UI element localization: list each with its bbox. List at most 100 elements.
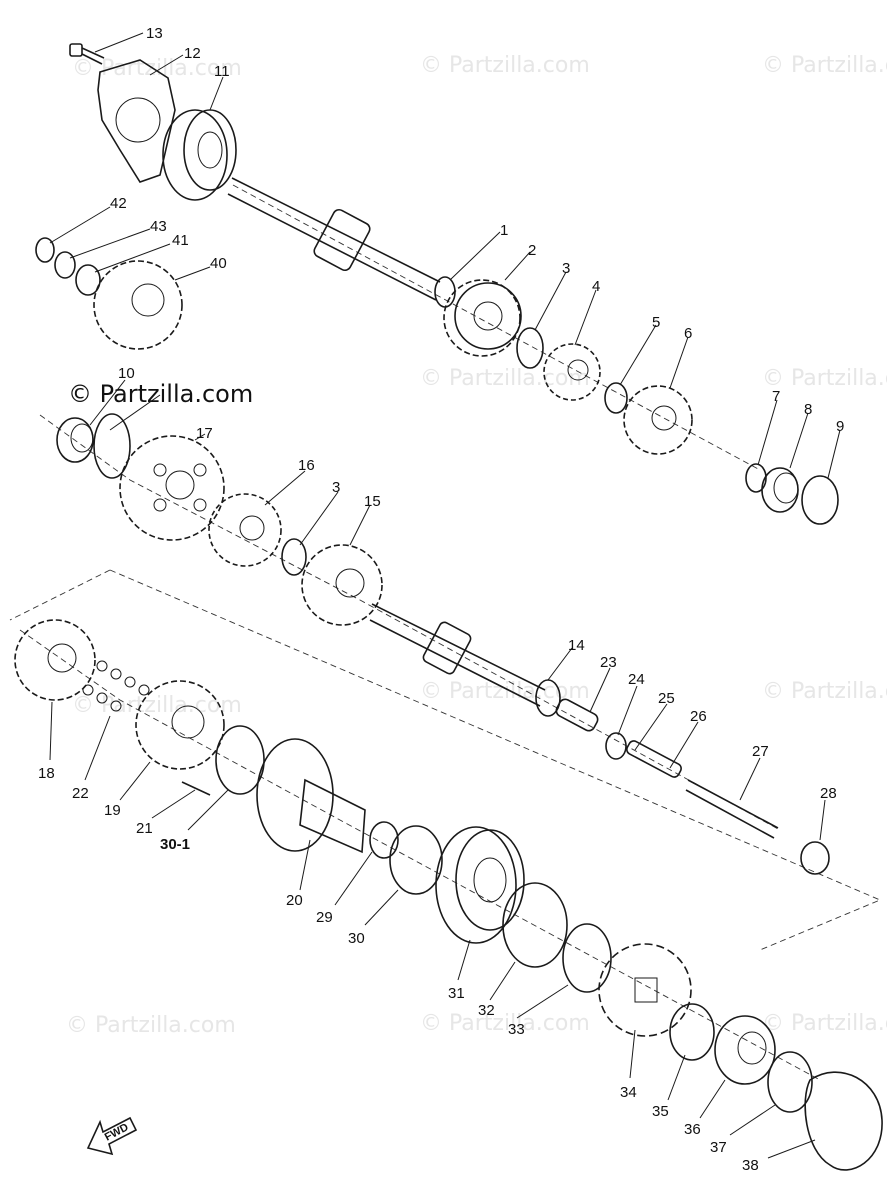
callout-2: 2 xyxy=(528,242,536,259)
callout-3-lower: 3 xyxy=(332,479,340,496)
callout-8: 8 xyxy=(804,401,812,418)
part-10-washer xyxy=(93,413,131,479)
watermark-layer: © Partzilla.com © Partzilla.com © Partzi… xyxy=(66,53,887,1038)
part-30-washer xyxy=(389,825,443,895)
part-33-spacer xyxy=(562,923,612,993)
part-12-plate xyxy=(97,59,176,183)
callout-7: 7 xyxy=(772,388,780,405)
callout-19: 19 xyxy=(104,802,121,819)
part-17-gear xyxy=(119,435,225,541)
callouts: 13 12 11 42 43 41 40 1 2 3 4 5 6 7 8 9 1… xyxy=(38,25,844,1174)
watermark: © Partzilla.com xyxy=(762,53,887,78)
callout-14: 14 xyxy=(568,637,585,654)
callout-23: 23 xyxy=(600,654,617,671)
watermark: © Partzilla.com xyxy=(420,1011,590,1036)
callout-12: 12 xyxy=(184,45,201,62)
callout-32: 32 xyxy=(478,1002,495,1019)
assembly-line-mid xyxy=(39,414,781,831)
watermark: © Partzilla.com xyxy=(762,366,887,391)
part-10-needle-bearing xyxy=(56,417,94,463)
callout-30-1: 30-1 xyxy=(160,836,190,853)
part-25-spring xyxy=(626,740,682,778)
watermark: © Partzilla.com xyxy=(66,1013,236,1038)
callout-35: 35 xyxy=(652,1103,669,1120)
part-4-gear xyxy=(543,343,601,401)
callout-21: 21 xyxy=(136,820,153,837)
part-35-lock-washer xyxy=(669,1003,715,1061)
callout-22: 22 xyxy=(72,785,89,802)
leader-lines xyxy=(49,32,841,1159)
part-3-circlip-lower xyxy=(281,538,307,576)
callout-5: 5 xyxy=(652,314,660,331)
callout-9: 9 xyxy=(836,418,844,435)
callout-43: 43 xyxy=(150,218,167,235)
part-5-washer xyxy=(604,382,628,414)
callout-3: 3 xyxy=(562,260,570,277)
callout-13: 13 xyxy=(146,25,163,42)
callout-24: 24 xyxy=(628,671,645,688)
part-28-plug xyxy=(800,841,830,875)
part-37-circlip xyxy=(767,1051,813,1113)
part-34-sprocket xyxy=(598,943,692,1037)
callout-25: 25 xyxy=(658,690,675,707)
part-43-washer xyxy=(54,251,76,279)
callout-40: 40 xyxy=(210,255,227,272)
callout-37: 37 xyxy=(710,1139,727,1156)
callout-38: 38 xyxy=(742,1157,759,1174)
callout-17: 17 xyxy=(196,425,213,442)
part-2-gear xyxy=(443,279,522,357)
part-16-gear xyxy=(208,493,282,567)
part-6-gear xyxy=(623,385,693,455)
callout-31: 31 xyxy=(448,985,465,1002)
assembly-line-low xyxy=(19,629,821,1081)
callout-41: 41 xyxy=(172,232,189,249)
part-14-drive-axle xyxy=(369,603,561,717)
callout-15: 15 xyxy=(364,493,381,510)
part-9-cap xyxy=(801,475,839,525)
callout-11: 11 xyxy=(214,63,230,80)
watermark: © Partzilla.com xyxy=(420,679,590,704)
part-13-bolt xyxy=(69,43,105,65)
assembly-line-frame xyxy=(9,569,882,951)
watermark: © Partzilla.com xyxy=(72,56,242,81)
part-21-pin xyxy=(181,781,211,796)
part-42-circlip xyxy=(35,237,55,263)
part-41-washer xyxy=(75,264,101,296)
part-7-circlip xyxy=(745,463,767,493)
part-12-hole xyxy=(115,97,161,143)
callout-1: 1 xyxy=(500,222,508,239)
part-31-bearing xyxy=(435,826,525,944)
watermark: © Partzilla.com xyxy=(762,1011,887,1036)
fwd-arrow-icon: FWD xyxy=(86,1116,138,1156)
callout-26: 26 xyxy=(690,708,707,725)
part-36-nut xyxy=(714,1015,776,1085)
callout-33: 33 xyxy=(508,1021,525,1038)
callout-27: 27 xyxy=(752,743,769,760)
watermark: © Partzilla.com xyxy=(420,53,590,78)
callout-10: 10 xyxy=(118,365,135,382)
part-32-seal xyxy=(502,882,568,968)
callout-18: 18 xyxy=(38,765,55,782)
part-8-bushing xyxy=(761,467,799,513)
watermark: © Partzilla.com xyxy=(420,366,590,391)
part-23-spring xyxy=(555,698,599,732)
part-30-1-washer xyxy=(215,725,265,795)
brand-label: © Partzilla.com xyxy=(68,380,253,408)
part-27-push-rod xyxy=(685,779,779,839)
part-38-cover xyxy=(804,1071,883,1171)
callout-4: 4 xyxy=(592,278,600,295)
callout-28: 28 xyxy=(820,785,837,802)
part-15-gear xyxy=(301,544,383,626)
part-20-hub xyxy=(256,738,366,854)
part-22-balls xyxy=(82,660,150,712)
callout-16: 16 xyxy=(298,457,315,474)
callout-29: 29 xyxy=(316,909,333,926)
part-11-bearing xyxy=(162,109,237,201)
part-29-bearing xyxy=(369,821,399,859)
callout-20: 20 xyxy=(286,892,303,909)
callout-34: 34 xyxy=(620,1084,637,1101)
callout-42: 42 xyxy=(110,195,127,212)
watermark: © Partzilla.com xyxy=(762,679,887,704)
callout-36: 36 xyxy=(684,1121,701,1138)
